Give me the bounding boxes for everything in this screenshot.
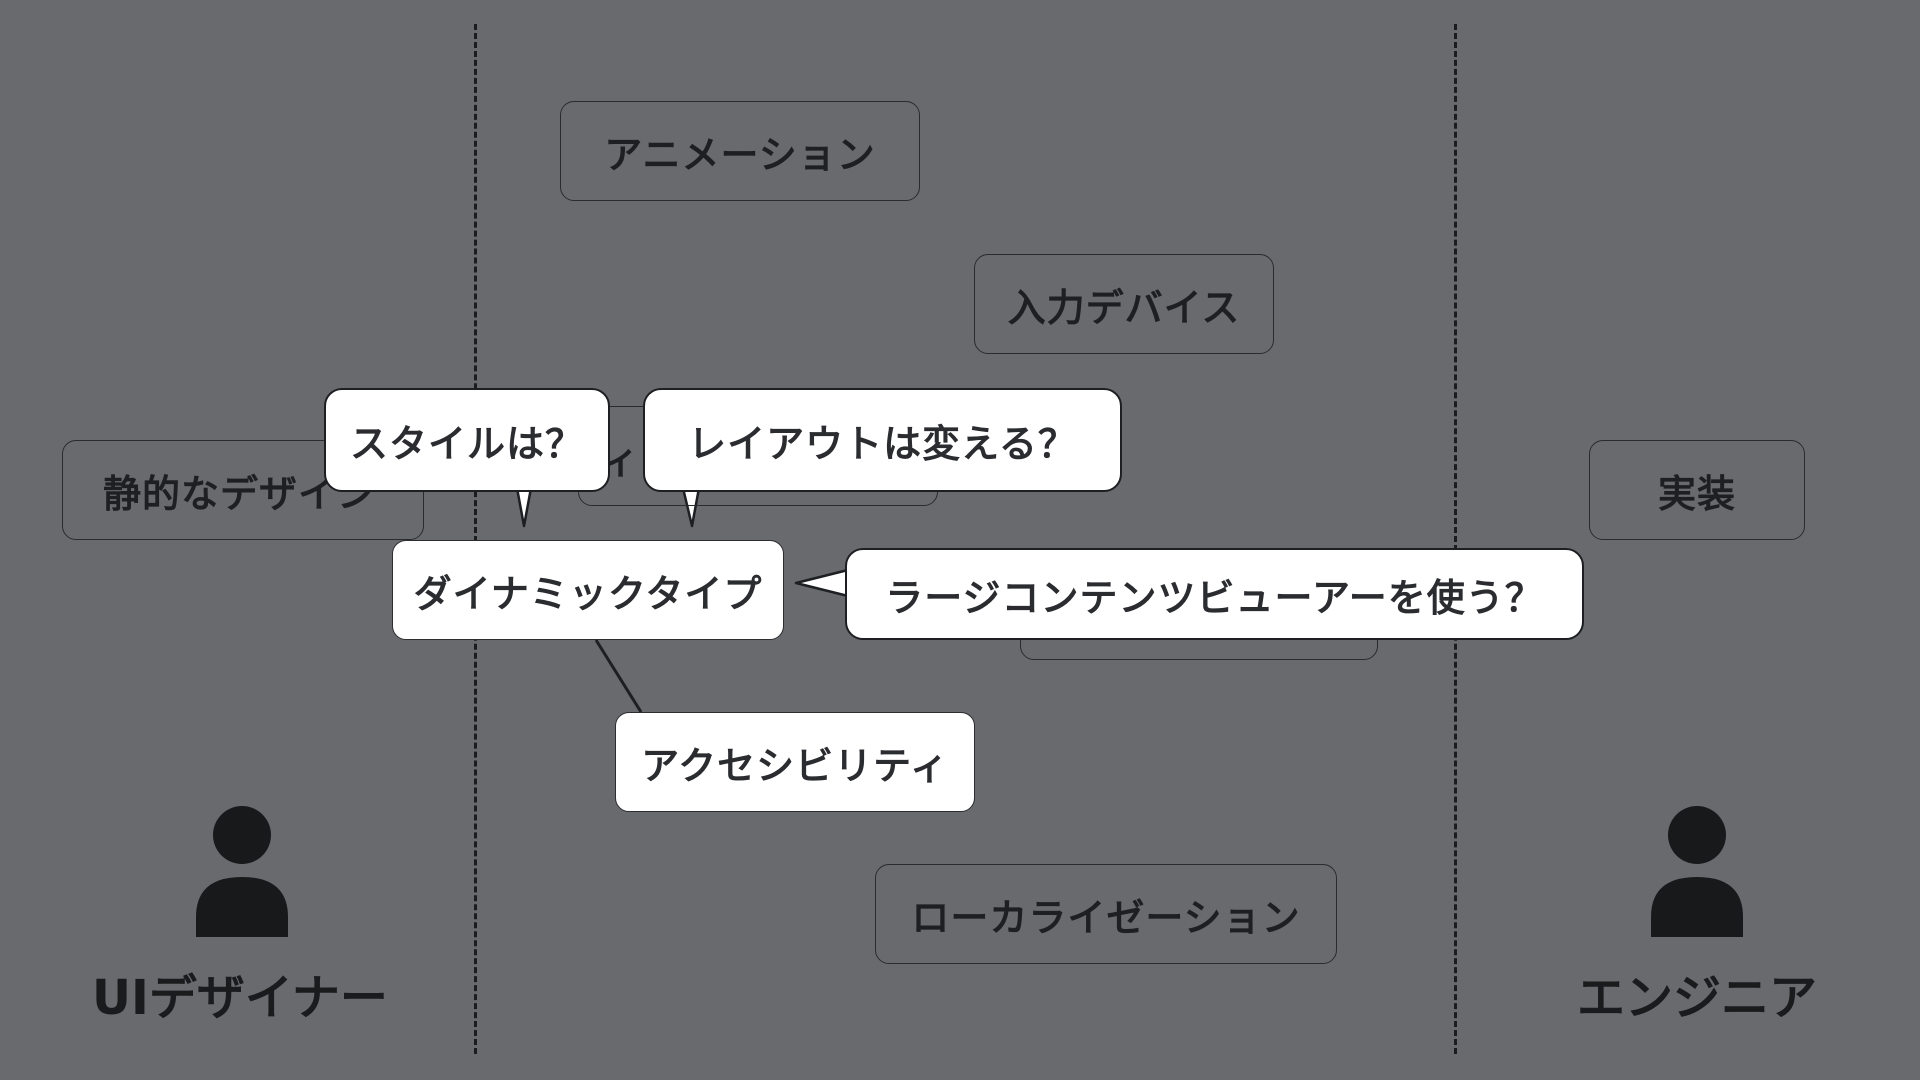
bubble-layout-question: レイアウトは変える？	[643, 388, 1122, 492]
connector-dynamic-type-to-accessibility	[594, 639, 643, 713]
box-localization: ローカライゼーション	[875, 864, 1337, 964]
box-animation: アニメーション	[560, 101, 920, 201]
engineer-label: エンジニア	[1576, 970, 1817, 1026]
bubble-tail-large-content-viewer	[794, 568, 850, 598]
box-dynamic-type: ダイナミックタイプ	[392, 540, 784, 640]
engineer-person-icon	[1651, 806, 1743, 937]
left-dashed-divider	[474, 24, 477, 1054]
designer-person-icon	[196, 806, 288, 937]
box-accessibility: アクセシビリティ	[615, 712, 975, 812]
designer-label: UIデザイナー	[92, 970, 388, 1026]
right-dashed-divider	[1454, 24, 1457, 1054]
bubble-tail-style	[515, 486, 533, 528]
box-input-device: 入力デバイス	[974, 254, 1274, 354]
bubble-style-question: スタイルは？	[324, 388, 610, 492]
box-implementation: 実装	[1589, 440, 1805, 540]
bubble-large-content-viewer-question: ラージコンテンツビューアーを使う？	[845, 548, 1584, 640]
